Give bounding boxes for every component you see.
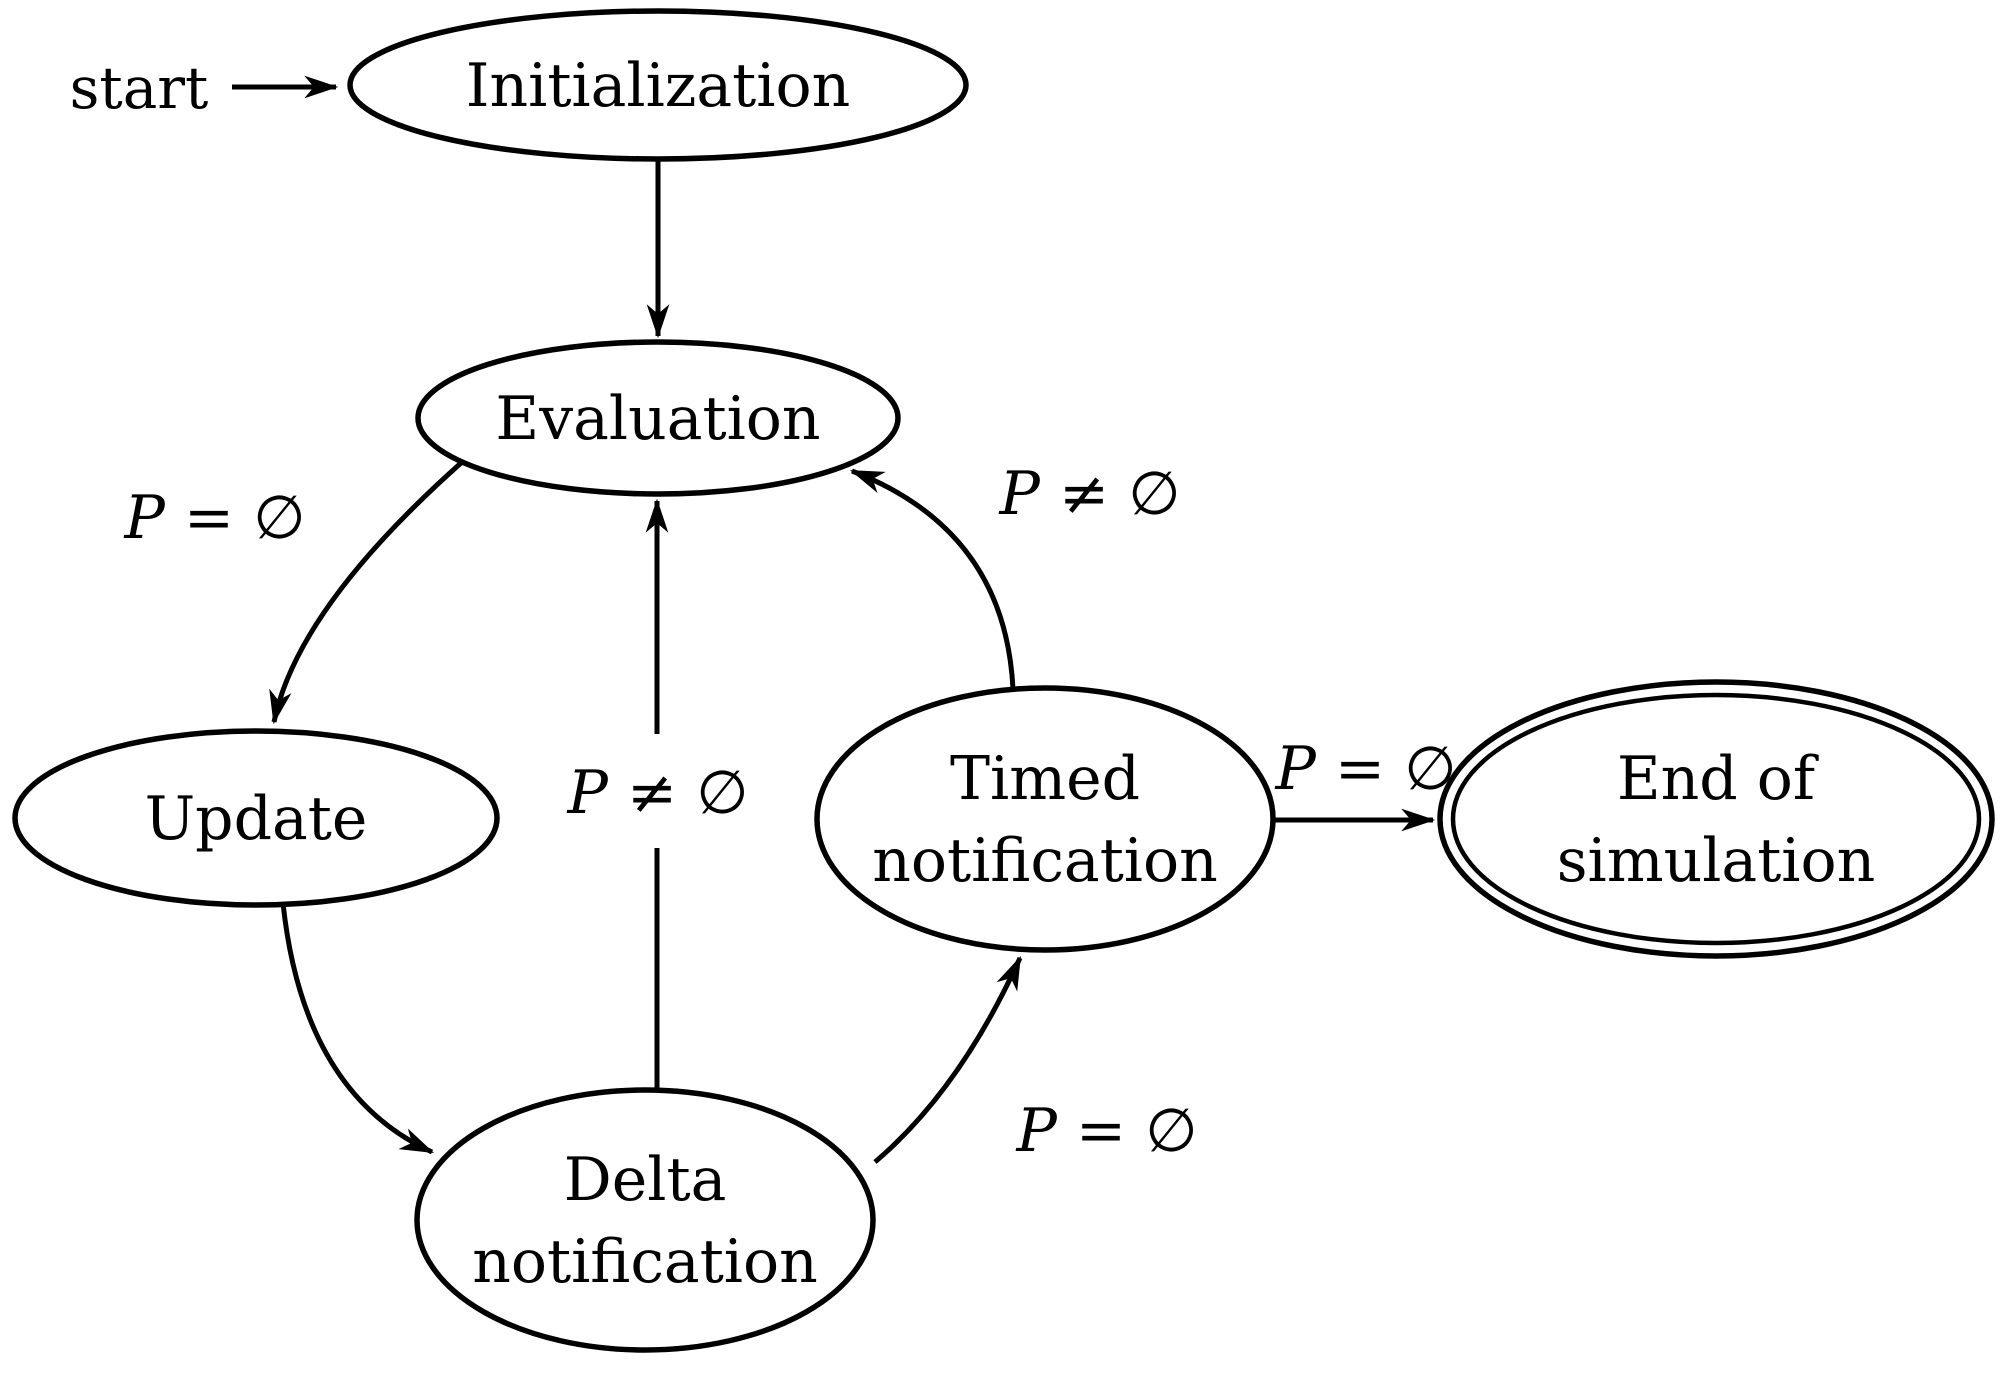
end-of-simulation-label-line1: End of: [1617, 744, 1819, 814]
edge-label-timed-to-end: P = ∅: [1274, 734, 1456, 804]
edge-delta-notification-to-timed-notification: [873, 955, 1023, 1164]
start-label: start: [70, 54, 209, 122]
node-update: Update: [12, 728, 500, 908]
edge-label-delta-to-evaluation: P ≠ ∅: [566, 758, 748, 828]
edge-timed-notification-to-evaluation: [849, 468, 1016, 690]
delta-notification-label-line1: Delta: [564, 1145, 727, 1215]
node-end-of-simulation: End of simulation: [1437, 679, 1995, 959]
update-label: Update: [145, 784, 368, 854]
edge-evaluation-to-update: [269, 461, 463, 725]
initialization-ellipse: [347, 8, 969, 162]
evaluation-label: Evaluation: [495, 384, 820, 454]
timed-notification-ellipse: [814, 685, 1276, 953]
node-evaluation: Evaluation: [415, 339, 901, 497]
end-of-simulation-outer-ellipse: [1437, 679, 1995, 959]
edge-update-to-delta-notification: [280, 902, 435, 1155]
edge-label-delta-to-timed: P = ∅: [1015, 1096, 1197, 1166]
end-of-simulation-label-line2: simulation: [1557, 826, 1876, 896]
node-timed-notification: Timed notification: [814, 685, 1276, 953]
node-delta-notification: Delta notification: [414, 1087, 876, 1353]
timed-notification-label-line2: notification: [872, 826, 1218, 896]
initialization-label: Initialization: [466, 51, 850, 121]
node-initialization: Initialization: [347, 8, 969, 162]
end-of-simulation-inner-ellipse: [1450, 692, 1982, 946]
evaluation-ellipse: [415, 339, 901, 497]
update-ellipse: [12, 728, 500, 908]
edge-label-timed-to-evaluation: P ≠ ∅: [998, 459, 1180, 529]
edge-label-mask: [568, 734, 748, 848]
delta-notification-ellipse: [414, 1087, 876, 1353]
edge-label-evaluation-to-update: P = ∅: [123, 483, 305, 553]
timed-notification-label-line1: Timed: [950, 744, 1140, 814]
delta-notification-label-line2: notification: [472, 1227, 818, 1297]
